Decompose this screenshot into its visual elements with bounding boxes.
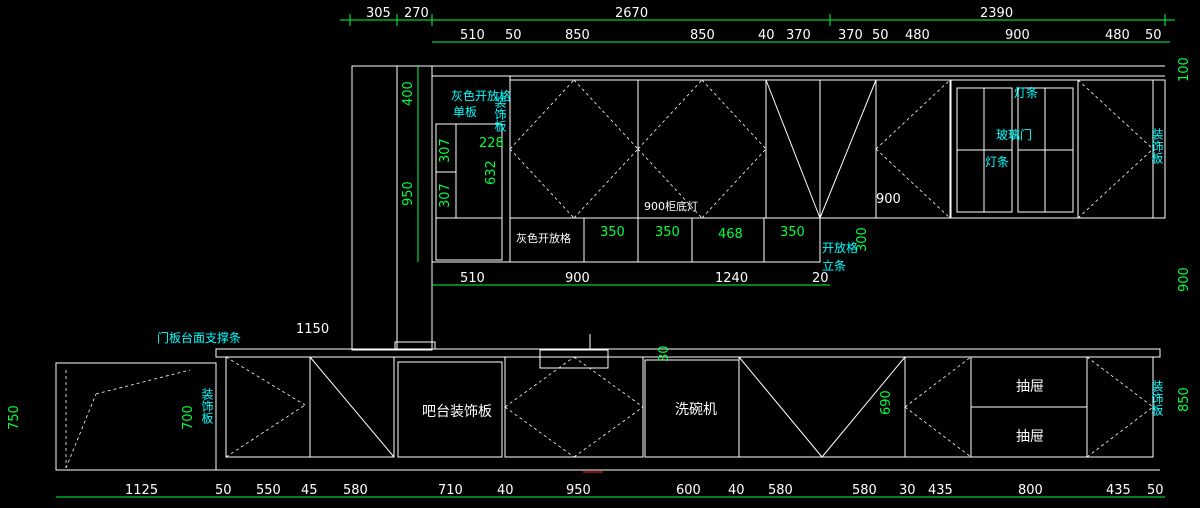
upper-dims: 400 950 307 307 228 632 350 350 468 350 … <box>401 57 1192 412</box>
label-glass-door: 玻璃门 <box>996 127 1032 142</box>
dim-b-30: 30 <box>899 483 916 498</box>
label-decor-a: 装饰板 <box>493 96 507 133</box>
label-light-strip-1: 灯条 <box>1014 86 1038 100</box>
dim-50a: 50 <box>505 28 522 43</box>
label-drawer-2: 抽屉 <box>1016 429 1044 445</box>
dim-900: 900 <box>1005 28 1030 43</box>
dim-468: 468 <box>718 227 743 242</box>
dim-mid-510: 510 <box>460 271 485 286</box>
label-open-shelf-b: 立条 <box>822 258 846 273</box>
dim-850a: 850 <box>565 28 590 43</box>
dim-mid-20: 20 <box>812 271 829 286</box>
dim-480b: 480 <box>1105 28 1130 43</box>
dim-40: 40 <box>758 28 775 43</box>
dim-307b: 307 <box>438 183 453 208</box>
dim-350b: 350 <box>655 225 680 240</box>
dim-b-710: 710 <box>438 483 463 498</box>
dim-900-right: 900 <box>1177 267 1192 292</box>
dim-b-600: 600 <box>676 483 701 498</box>
label-open-shelf-a: 开放格 <box>822 240 858 255</box>
dim-b-435b: 435 <box>1106 483 1131 498</box>
dim-510: 510 <box>460 28 485 43</box>
dim-50c: 50 <box>1145 28 1162 43</box>
dim-750: 750 <box>7 405 22 430</box>
dim-100: 100 <box>1177 57 1192 82</box>
dim-b-50b: 50 <box>1147 483 1164 498</box>
dim-b-40a: 40 <box>497 483 514 498</box>
dim-b-550: 550 <box>256 483 281 498</box>
dim-632: 632 <box>484 160 499 185</box>
top-dimension-chain-1: 305 270 2670 2390 <box>340 6 1175 26</box>
base-labels: 门板台面支撑条 1150 装饰板 吧台装饰板 洗碗机 抽屉 抽屉 装饰板 750… <box>7 322 1164 445</box>
dim-b-580b: 580 <box>768 483 793 498</box>
dim-370a: 370 <box>786 28 811 43</box>
dim-b-40b: 40 <box>728 483 745 498</box>
dim-350c: 350 <box>780 225 805 240</box>
dim-270: 270 <box>404 6 429 21</box>
label-dishwasher: 洗碗机 <box>675 402 717 418</box>
label-grey-open-shelf: 灰色开放格 <box>516 231 571 245</box>
label-under-light: 900柜底灯 <box>644 199 698 213</box>
top-dimension-chain-2: 510 50 850 850 40 370 370 50 480 900 480… <box>432 28 1170 43</box>
label-grey-open-panel-a: 灰色开放格 <box>451 88 511 103</box>
dim-300: 300 <box>855 227 870 252</box>
dim-850: 850 <box>1177 387 1192 412</box>
base-cabinets <box>55 334 1161 473</box>
dim-b-800: 800 <box>1018 483 1043 498</box>
dim-b-45: 45 <box>301 483 318 498</box>
upper-labels: 灰色开放格 单板 装饰板 灰色开放格 900柜底灯 开放格 立条 灯条 玻璃门 … <box>451 86 1164 273</box>
dim-mid-900: 900 <box>565 271 590 286</box>
dim-400: 400 <box>401 81 416 106</box>
dim-mid-1240: 1240 <box>715 271 748 286</box>
dim-950: 950 <box>401 181 416 206</box>
dim-b-950: 950 <box>566 483 591 498</box>
dim-30-vertical: 30 <box>657 345 672 362</box>
dim-307a: 307 <box>438 138 453 163</box>
dim-700: 700 <box>181 405 196 430</box>
dim-b-435a: 435 <box>928 483 953 498</box>
dim-228: 228 <box>479 136 504 151</box>
upper-cabinets <box>431 65 1166 263</box>
dim-370b: 370 <box>838 28 863 43</box>
dim-850b: 850 <box>690 28 715 43</box>
label-grey-open-panel-b: 单板 <box>453 105 477 119</box>
label-door-support: 门板台面支撑条 <box>157 330 241 345</box>
label-decor-right: 装饰板 <box>1150 128 1164 165</box>
dim-2390: 2390 <box>980 6 1013 21</box>
dim-50b: 50 <box>872 28 889 43</box>
dim-b-1125: 1125 <box>125 483 158 498</box>
dim-900-side: 900 <box>876 192 901 207</box>
dim-2670: 2670 <box>615 6 648 21</box>
dim-b-580c: 580 <box>852 483 877 498</box>
bottom-dimension-chain: 1125 50 550 45 580 710 40 950 600 40 580… <box>56 483 1165 498</box>
dim-305: 305 <box>366 6 391 21</box>
dim-b-50a: 50 <box>215 483 232 498</box>
tall-column <box>351 65 433 351</box>
dim-690: 690 <box>879 390 894 415</box>
label-drawer-1: 抽屉 <box>1016 379 1044 395</box>
label-bar-panel: 吧台装饰板 <box>422 404 492 420</box>
dim-350a: 350 <box>600 225 625 240</box>
dim-1150: 1150 <box>296 322 329 337</box>
label-light-strip-2: 灯条 <box>985 155 1009 169</box>
dim-b-580a: 580 <box>343 483 368 498</box>
label-decor-left: 装饰板 <box>200 388 214 425</box>
label-decor-base-right: 装饰板 <box>1150 380 1164 417</box>
dim-480a: 480 <box>905 28 930 43</box>
